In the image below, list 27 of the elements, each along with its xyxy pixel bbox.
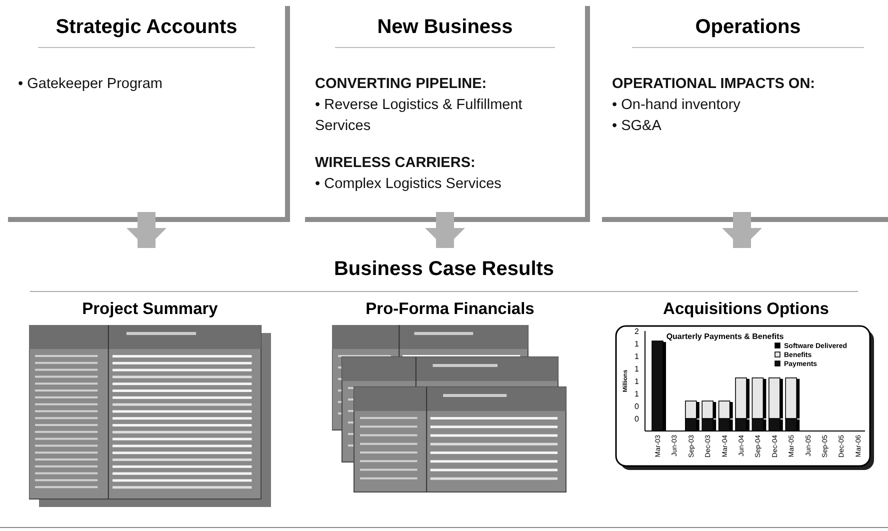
tick-label: 0: [634, 414, 639, 424]
column-heading: Acquisitions Options: [663, 300, 829, 319]
tick-label: 2: [634, 327, 639, 336]
tick-label: 1: [634, 340, 639, 348]
tick-label: 1: [634, 390, 639, 398]
panel-heading: Strategic Accounts: [38, 16, 255, 48]
block-arrow: [722, 212, 762, 248]
panel-heading: New Business: [335, 16, 555, 48]
panel-text: • Gatekeeper Program: [18, 75, 164, 94]
tick-label: 1: [634, 352, 639, 361]
section-heading: Business Case Results: [30, 252, 858, 292]
panel-text: CONVERTING PIPELINE:: [315, 75, 488, 94]
panel-text: • On-hand inventory: [612, 96, 742, 115]
column-heading: Project Summary: [82, 300, 218, 319]
block-arrow: [126, 212, 166, 248]
tick-label: 0: [634, 402, 639, 411]
panel-heading: Operations: [632, 16, 864, 48]
block-arrow: [425, 212, 465, 248]
panel-text: • SG&A: [612, 117, 662, 136]
panel-text: WIRELESS CARRIERS:: [315, 154, 476, 173]
tick-label: 1: [634, 377, 639, 386]
panel-text: • Complex Logistics Services: [315, 175, 502, 194]
panel-text: • Reverse Logistics & Fulfillment Services: [315, 96, 524, 136]
chart-title: Quarterly Payments & Benefits: [666, 332, 784, 341]
panel-text: OPERATIONAL IMPACTS ON:: [612, 75, 816, 94]
column-heading: Pro-Forma Financials: [366, 300, 534, 319]
tick-label: 1: [634, 364, 639, 374]
